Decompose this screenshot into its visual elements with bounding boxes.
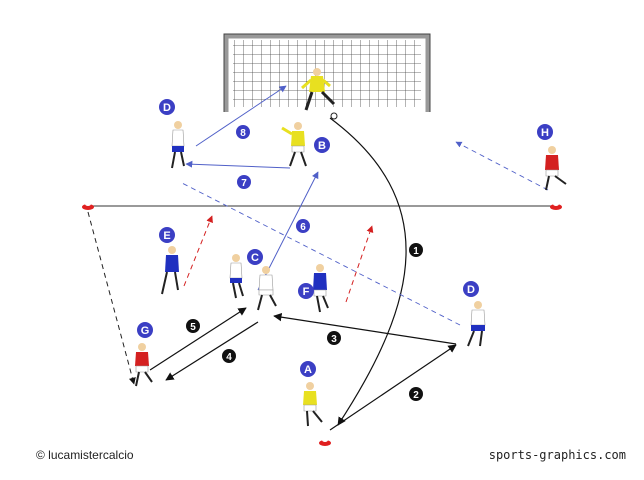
pass-7: [185, 160, 291, 169]
pass-1: [329, 117, 407, 426]
player-label-b: B: [314, 137, 330, 153]
svg-text:7: 7: [241, 178, 247, 189]
player-figure-d-top: [171, 121, 185, 169]
svg-text:G: G: [141, 325, 150, 337]
step-1: 1: [409, 243, 423, 257]
run-d-top: [179, 181, 461, 326]
svg-text:D: D: [467, 284, 475, 296]
step-4: 4: [222, 349, 236, 363]
player-label-d-right: D: [463, 281, 479, 297]
cone-right: [550, 202, 562, 210]
svg-text:5: 5: [190, 322, 196, 333]
player-figure-c2: [257, 266, 277, 311]
player-figure-d-right: [467, 301, 486, 347]
step-3: 3: [327, 331, 341, 345]
cone-left: [82, 202, 94, 210]
svg-text:B: B: [318, 140, 326, 152]
player-figure-c: [229, 254, 244, 299]
player-figure-e: [161, 246, 179, 295]
step-6: 6: [296, 219, 310, 233]
pass-8: [195, 85, 287, 147]
player-figure-a: [303, 382, 323, 427]
player-label-h: H: [537, 124, 553, 140]
goal-frame: [223, 33, 431, 112]
pass-2: [329, 344, 457, 431]
player-figure-g: [135, 343, 153, 387]
pass-4: [165, 321, 259, 381]
svg-text:8: 8: [240, 128, 246, 139]
run-g: [87, 211, 136, 385]
svg-text:F: F: [303, 286, 310, 298]
svg-text:6: 6: [300, 222, 306, 233]
step-8: 8: [236, 125, 250, 139]
player-label-f: F: [298, 283, 314, 299]
player-label-a: A: [300, 361, 316, 377]
svg-text:H: H: [541, 127, 549, 139]
run-f: [345, 225, 374, 303]
svg-text:3: 3: [331, 334, 337, 345]
player-figure-b: [281, 122, 307, 167]
goalkeeper-figure: [301, 68, 336, 111]
site-credit: sports-graphics.com: [488, 448, 626, 462]
ball: [330, 112, 338, 120]
step-5: 5: [186, 319, 200, 333]
pass-5: [149, 307, 247, 371]
player-figure-h: [545, 146, 567, 191]
step-7: 7: [237, 175, 251, 189]
pass-3: [273, 312, 457, 345]
player-labels: D B H E C F D G A: [137, 99, 553, 377]
goal: [223, 33, 431, 112]
player-label-c: C: [247, 249, 263, 265]
svg-text:1: 1: [413, 246, 419, 257]
svg-text:2: 2: [413, 390, 419, 401]
step-2: 2: [409, 387, 423, 401]
svg-text:4: 4: [226, 352, 232, 363]
svg-text:E: E: [163, 230, 170, 242]
player-label-e: E: [159, 227, 175, 243]
svg-text:C: C: [251, 252, 259, 264]
svg-text:A: A: [304, 364, 312, 376]
run-e: [183, 215, 213, 287]
step-numbers: 1 2 3 4 5 6 7 8: [186, 125, 423, 401]
cone-bottom: [319, 438, 331, 446]
svg-text:D: D: [163, 102, 171, 114]
player-label-g: G: [137, 322, 153, 338]
player-figure-f: [313, 264, 329, 313]
player-label-d-top: D: [159, 99, 175, 115]
copyright-text: © lucamistercalcio: [36, 448, 134, 462]
run-h: [455, 141, 549, 191]
movement-lines: [87, 85, 549, 431]
